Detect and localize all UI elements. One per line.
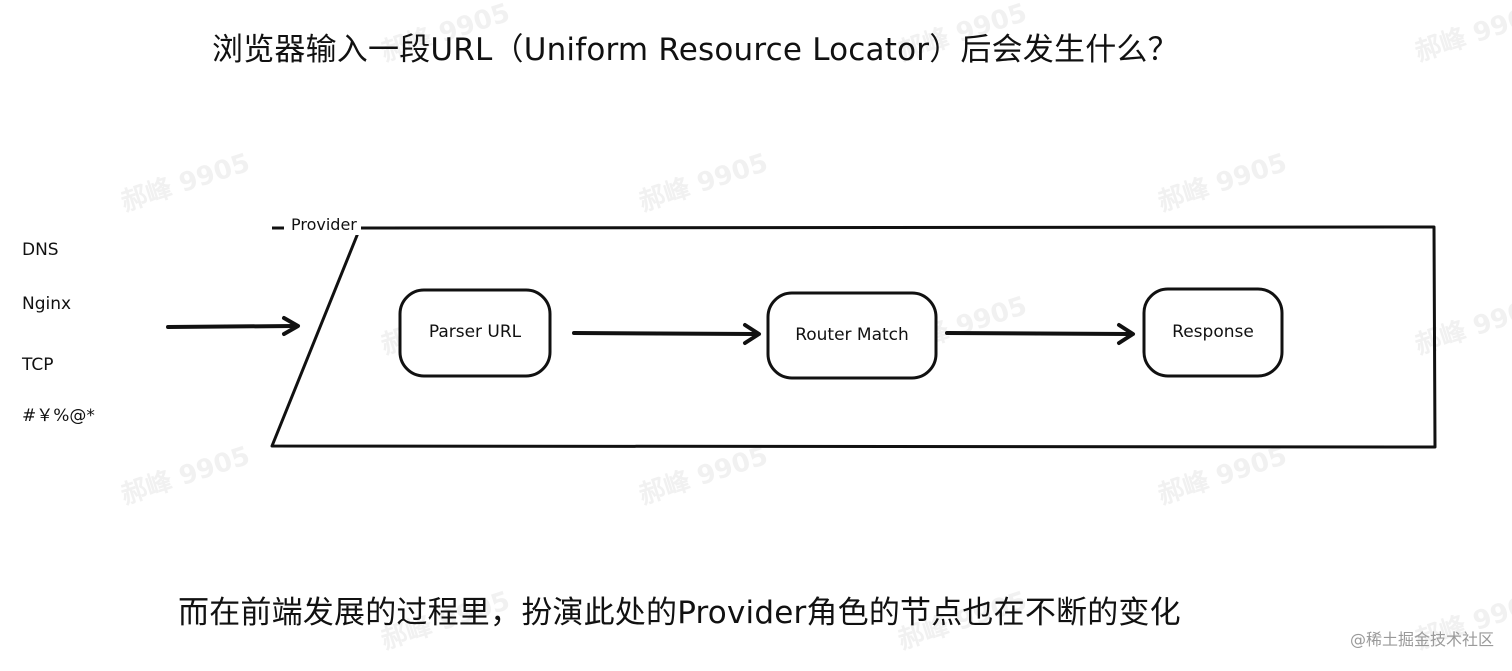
provider-label: Provider (287, 215, 361, 235)
arrow-router-to-response (945, 323, 1135, 345)
node-parser-url (398, 288, 552, 378)
node-router-match (766, 291, 938, 380)
side-label-tcp: TCP (22, 355, 54, 375)
page-title: 浏览器输入一段URL（Uniform Resource Locator）后会发生… (212, 32, 1179, 68)
node-label-router-match: Router Match (795, 325, 909, 345)
node-response (1142, 287, 1284, 378)
provider-container (270, 225, 1437, 449)
side-label-nginx: Nginx (22, 294, 72, 314)
source-credit: @稀土掘金技术社区 (1349, 630, 1494, 649)
entry-arrow (166, 316, 300, 336)
node-label-parser-url: Parser URL (428, 322, 522, 342)
side-label-symbols: #￥%@* (22, 406, 95, 426)
arrow-parser-to-router (572, 323, 761, 345)
node-label-response: Response (1172, 322, 1254, 342)
side-label-dns: DNS (22, 240, 59, 260)
caption: 而在前端发展的过程里，扮演此处的Provider角色的节点也在不断的变化 (178, 595, 1181, 631)
